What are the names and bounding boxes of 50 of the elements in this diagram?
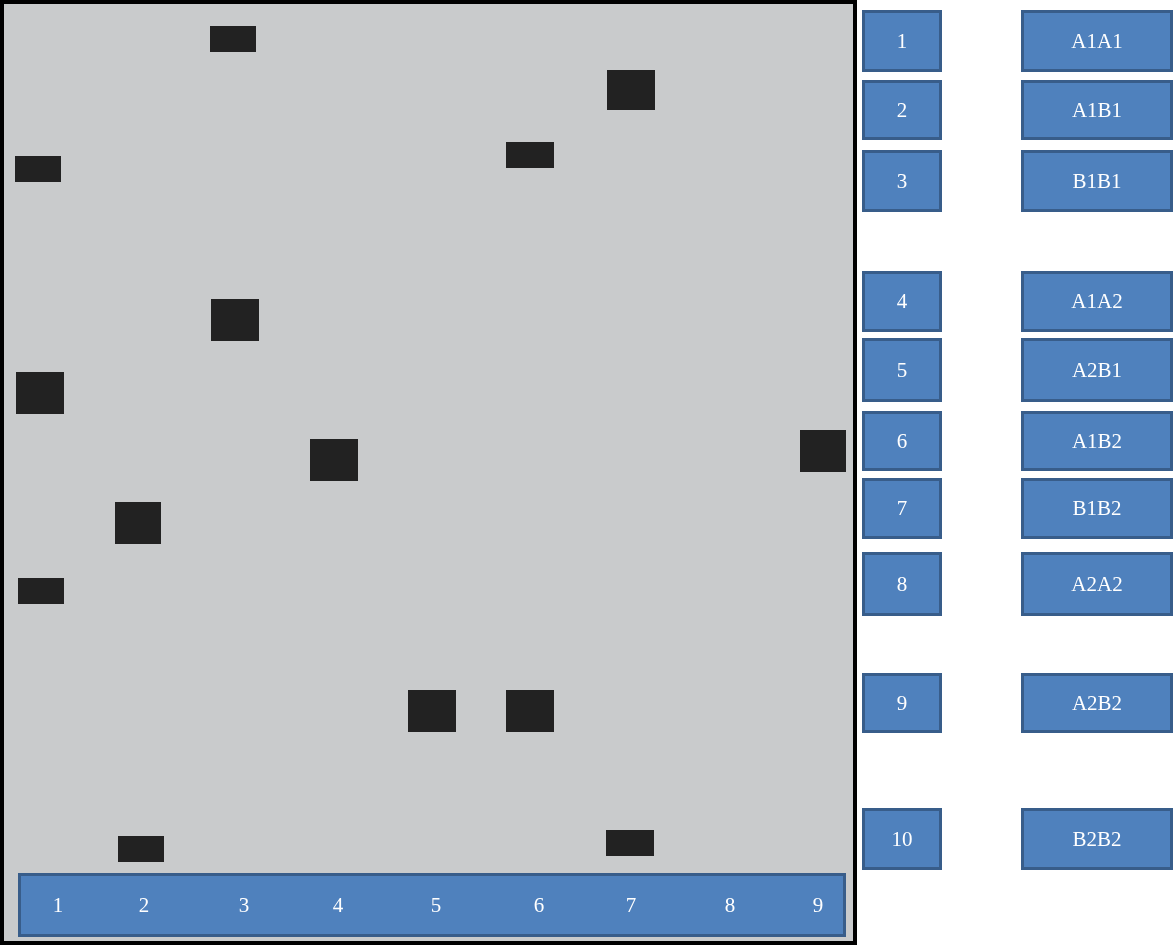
genotype-label: B1B1: [1072, 168, 1122, 194]
genotype-label: A2A2: [1071, 571, 1123, 597]
genotype-label: A2B2: [1071, 690, 1123, 716]
genotype-tag: [1021, 150, 1173, 212]
row-number-tag: [862, 10, 942, 72]
row-number: 3: [896, 168, 908, 194]
genotype-tag: [1021, 80, 1173, 140]
row-number-tag: [862, 478, 942, 539]
row-number: 8: [896, 571, 908, 597]
row-number-tag: [862, 808, 942, 870]
genotype-tag: [1021, 338, 1173, 402]
row-number-tag: [862, 552, 942, 616]
genotype-label: A1B1: [1071, 97, 1123, 123]
row-number-tag: [862, 80, 942, 140]
row-number-tag: [862, 150, 942, 212]
row-number-tag: [862, 338, 942, 402]
row-number: 6: [896, 428, 908, 454]
genotype-tag: [1021, 478, 1173, 539]
genotype-label: A1A2: [1071, 289, 1123, 314]
row-number-tag: [862, 411, 942, 471]
row-number-tag: [862, 271, 942, 332]
genotype-tag: [1021, 271, 1173, 332]
genotype-label: A1B2: [1071, 428, 1123, 454]
lane-number: 1: [52, 892, 64, 918]
row-number: 7: [896, 496, 908, 521]
row-number-tag: [862, 673, 942, 733]
row-number: 5: [896, 357, 908, 383]
row-number: 1: [896, 28, 908, 54]
genotype-label: B2B2: [1072, 826, 1122, 852]
row-number: 4: [896, 289, 908, 314]
lane-number: 5: [430, 892, 442, 918]
row-number: 9: [896, 690, 908, 716]
lane-number: 8: [724, 892, 736, 918]
genotype-tag: [1021, 808, 1173, 870]
genotype-label: A1A1: [1071, 28, 1123, 54]
lane-number: 4: [332, 892, 344, 918]
genotype-tag: [1021, 411, 1173, 471]
genotype-label: B1B2: [1072, 496, 1122, 521]
lane-number: 3: [238, 892, 250, 918]
lane-number: 6: [533, 892, 545, 918]
lane-number-bar: [18, 873, 846, 937]
lane-number: 7: [625, 892, 637, 918]
genotype-label: A2B1: [1071, 357, 1123, 383]
lane-number: 2: [138, 892, 150, 918]
lane-number: 9: [812, 892, 824, 918]
genotype-tag: [1021, 552, 1173, 616]
row-number: 10: [891, 826, 913, 852]
genotype-tag: [1021, 10, 1173, 72]
row-number: 2: [896, 97, 908, 123]
genotype-tag: [1021, 673, 1173, 733]
